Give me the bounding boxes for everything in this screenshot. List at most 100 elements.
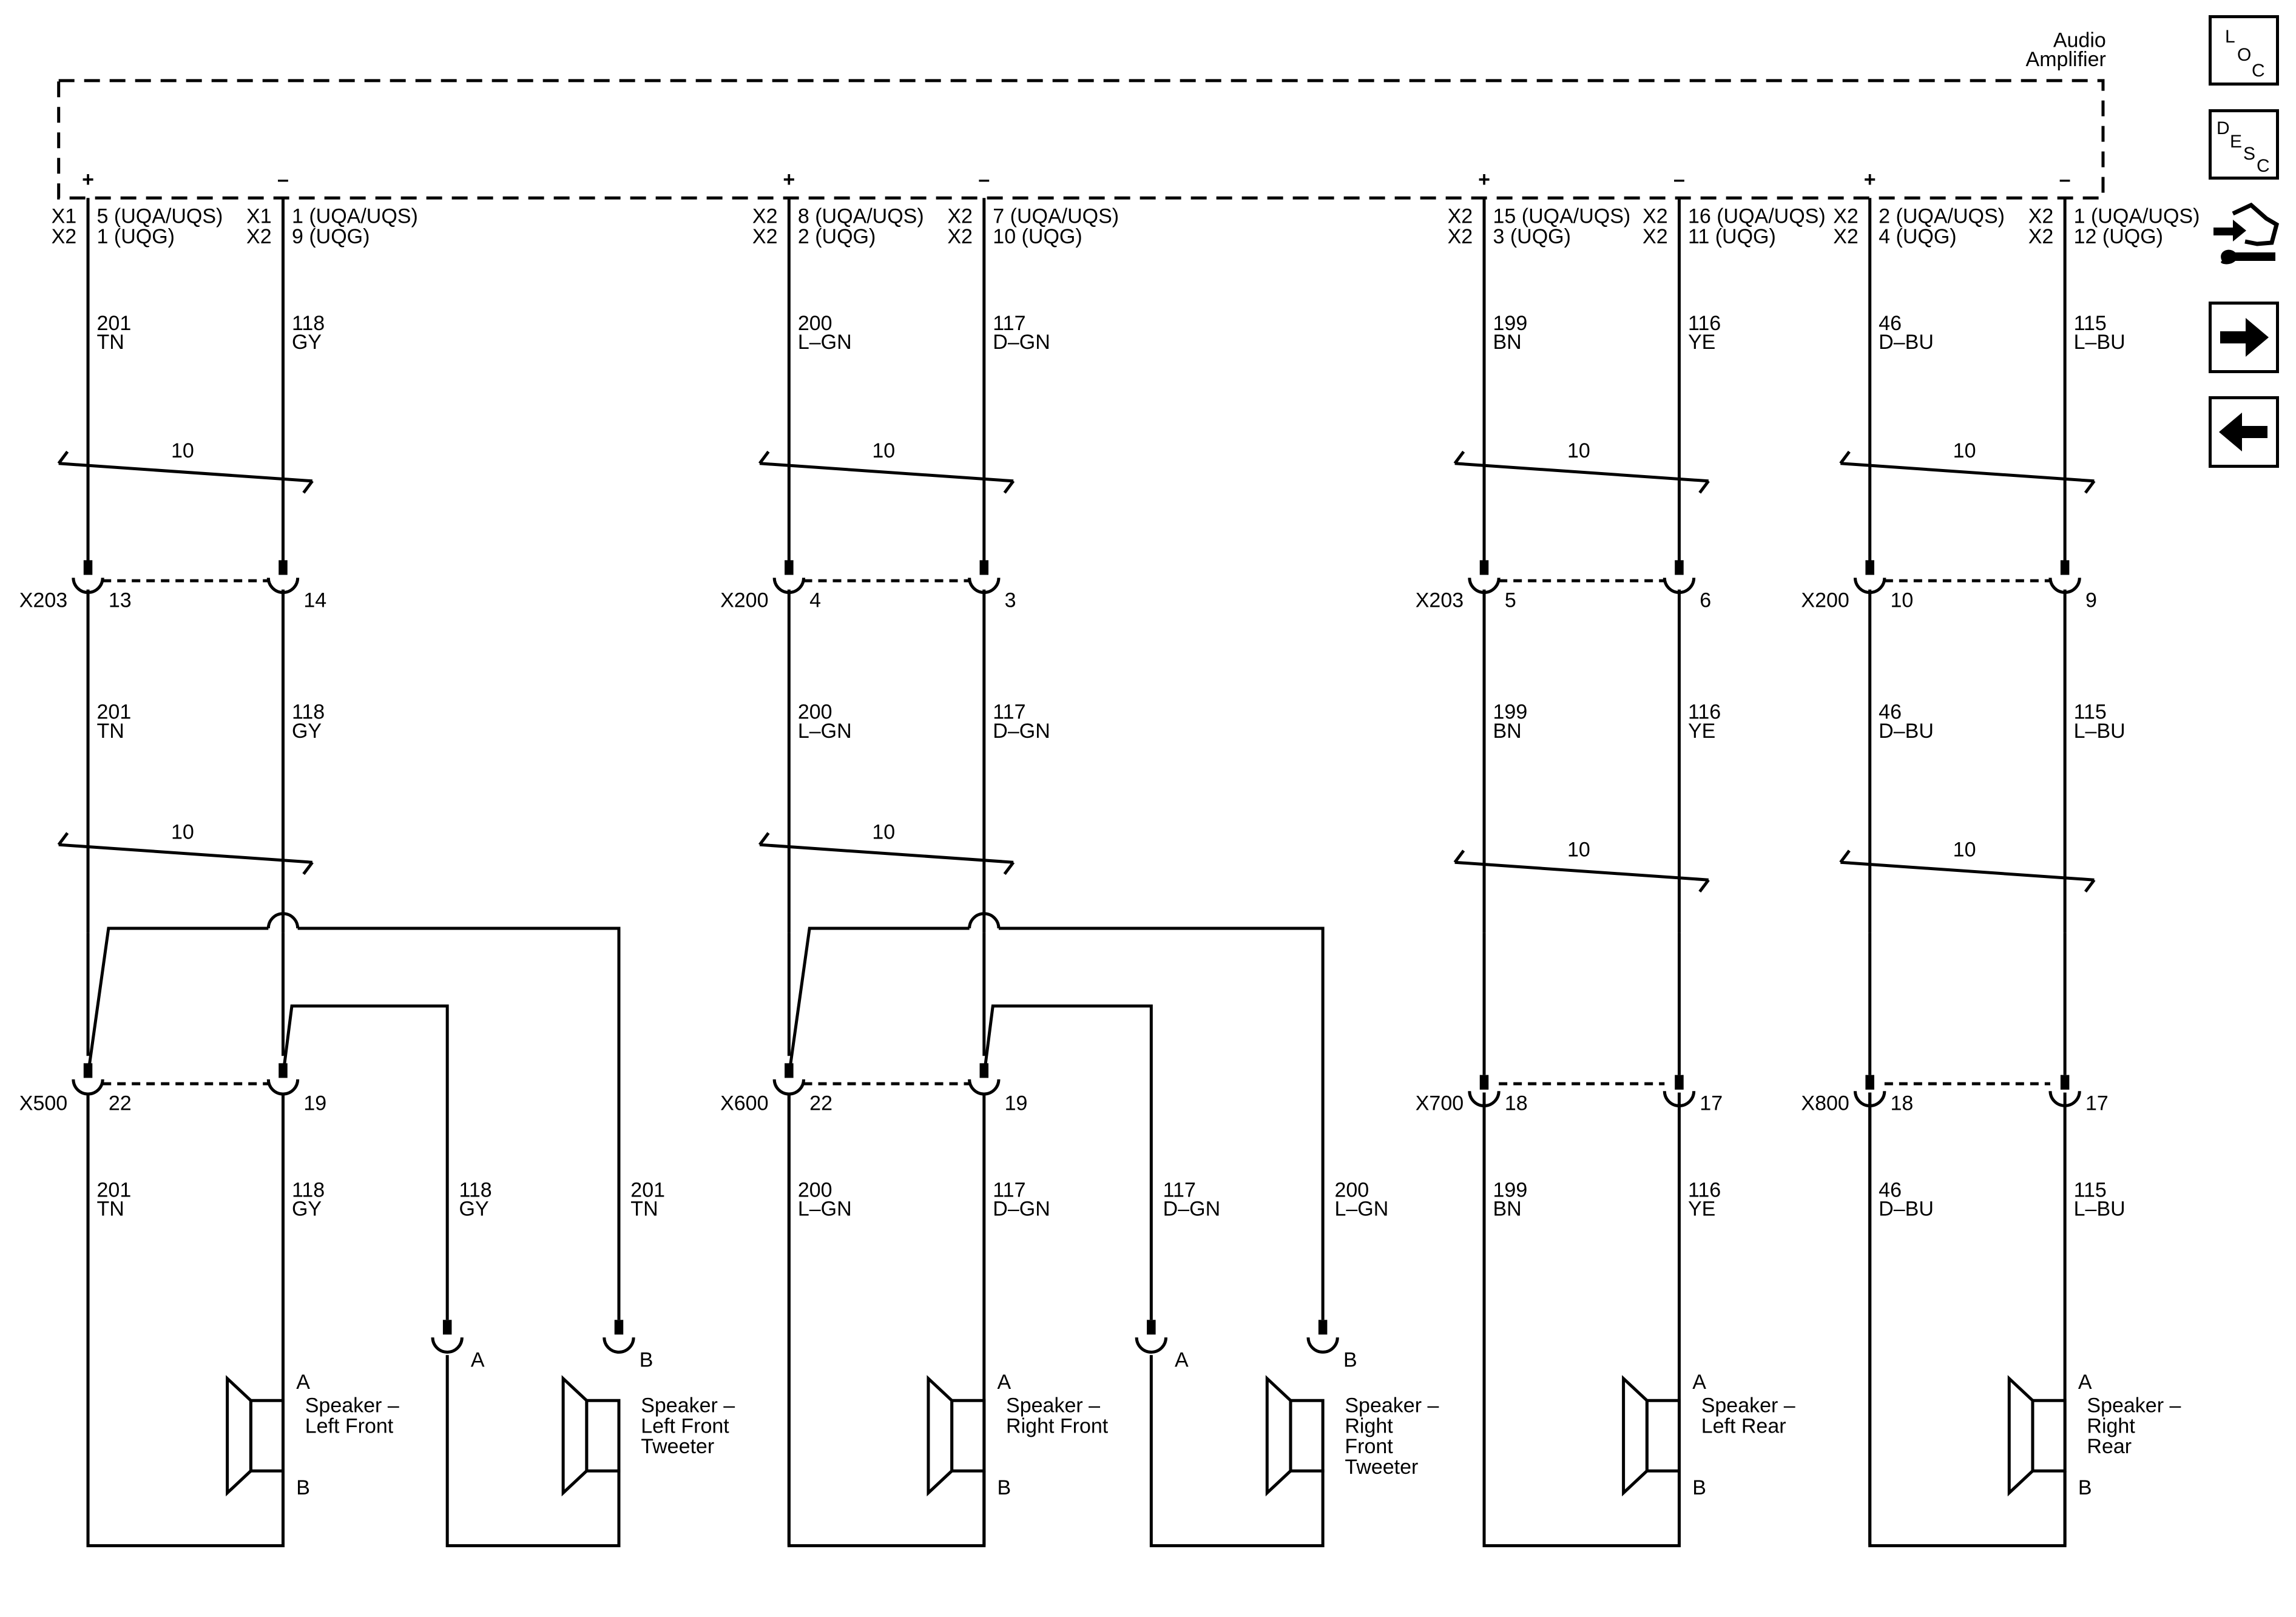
speaker-magnet	[585, 1399, 621, 1473]
speaker-name-line: Tweeter	[641, 1435, 714, 1458]
connector-terminal	[1479, 560, 1489, 575]
tweeter-return-wire	[1149, 1355, 1325, 1548]
inline-pin-number: 13	[109, 589, 132, 612]
wire-crossover	[968, 912, 1001, 929]
desc-letter-c: C	[2257, 156, 2270, 176]
speaker-connector-id: X600	[720, 1092, 768, 1115]
twisted-pair-tick	[1698, 879, 1710, 893]
terminal-polarity: +	[1864, 168, 1876, 191]
circuit-number: 201	[97, 1178, 132, 1201]
connector-terminal	[279, 1063, 288, 1078]
twisted-pair-tick	[1453, 849, 1465, 863]
inline-pin-number: 9	[2085, 589, 2097, 612]
twisted-pair-line	[1454, 860, 1709, 882]
next-page-button[interactable]	[2209, 302, 2279, 373]
circuit-number: 46	[1879, 312, 1902, 335]
previous-page-button[interactable]	[2209, 396, 2279, 468]
connector-socket	[2048, 578, 2081, 594]
circuit-number: 200	[798, 312, 832, 335]
speaker-connector-id: X500	[19, 1092, 67, 1115]
twisted-pair-tick	[1698, 480, 1710, 494]
tweeter-wire-color: GY	[459, 1198, 489, 1221]
inline-connector-id: X200	[720, 589, 768, 612]
circuit-number: 199	[1493, 700, 1528, 723]
tweeter-circuit-number: 200	[1334, 1178, 1369, 1201]
circuit-number: 201	[97, 700, 132, 723]
twisted-pair-tick	[1453, 450, 1465, 465]
circuit-number: 115	[2074, 700, 2107, 723]
circuit-number: 46	[1879, 700, 1902, 723]
twisted-pair-tick	[1839, 450, 1851, 465]
pin-number-1: 2 (UQA/UQS)	[1879, 204, 2005, 228]
wire-color: YE	[1688, 331, 1715, 354]
connector-cavity-2: X2	[1643, 225, 1668, 248]
inline-pin-number: 5	[1505, 589, 1516, 612]
speaker-connector-pin: 18	[1891, 1092, 1914, 1115]
connector-socket	[1468, 1091, 1501, 1107]
inline-pin-number: 14	[303, 589, 326, 612]
tweeter-wire-color: D–GN	[1163, 1198, 1220, 1221]
speaker-name-line: Front	[1345, 1435, 1393, 1458]
speaker-name-line: Speaker –	[305, 1394, 399, 1417]
connector-terminal	[1675, 1075, 1684, 1090]
twisted-pair-tick	[1003, 861, 1015, 876]
speaker-cone	[1265, 1375, 1292, 1497]
terminal-polarity: +	[783, 168, 795, 191]
amplifier-dashed-outline	[57, 79, 2105, 200]
pin-number-1: 1 (UQA/UQS)	[2074, 204, 2200, 228]
connector-terminal	[1675, 560, 1684, 575]
twisted-pair-tick	[57, 832, 69, 846]
connector-terminal	[83, 560, 93, 575]
connector-terminal	[979, 560, 989, 575]
speaker-pin-a: A	[998, 1371, 1011, 1394]
pin-number-2: 11 (UQG)	[1688, 225, 1776, 248]
wire-color: L–GN	[798, 720, 852, 743]
desc-button[interactable]: D E S C	[2209, 109, 2279, 180]
speaker-name-line: Speaker –	[1701, 1394, 1795, 1417]
twisted-pair-label: 10	[1953, 839, 1976, 862]
speaker-magnet	[1289, 1399, 1325, 1473]
twisted-pair-tick	[2084, 879, 2096, 893]
pin-number-1: 16 (UQA/UQS)	[1688, 204, 1826, 228]
wire-crossover	[266, 912, 300, 929]
terminal-polarity: –	[2059, 168, 2071, 191]
desc-letter-e: E	[2230, 132, 2242, 152]
twisted-pair-label: 10	[1567, 439, 1590, 462]
tweeter-circuit-number: 117	[1163, 1178, 1196, 1201]
speaker-ground-loop	[86, 1092, 285, 1548]
circuit-wires	[86, 198, 2067, 1548]
circuit-number: 116	[1688, 700, 1721, 723]
speaker-name-line: Speaker –	[1006, 1394, 1100, 1417]
speaker-pin-a: A	[296, 1371, 310, 1394]
wire-color: GY	[292, 720, 322, 743]
twisted-pair-line	[1454, 462, 1709, 483]
speaker-name-line: Right Front	[1006, 1414, 1109, 1437]
inline-pin-number: 10	[1891, 589, 1914, 612]
connector-cavity-2: X2	[1448, 225, 1473, 248]
pin-number-1: 15 (UQA/UQS)	[1493, 204, 1631, 228]
tweeter-pin-a: A	[471, 1349, 485, 1372]
speaker-connector-pin: 19	[1005, 1092, 1028, 1115]
inline-connector-id: X200	[1801, 589, 1849, 612]
connector-socket	[1854, 1091, 1886, 1107]
pin-number-1: 8 (UQA/UQS)	[798, 204, 924, 228]
speaker-ground-loop	[787, 1092, 986, 1548]
connector-diagnostics-icon	[2213, 202, 2280, 265]
tweeter-socket	[431, 1337, 464, 1354]
inline-pin-number: 3	[1005, 589, 1016, 612]
speaker-connector-pin: 22	[109, 1092, 132, 1115]
loc-button[interactable]: L O C	[2209, 15, 2279, 86]
speaker-name-line: Rear	[2087, 1435, 2132, 1458]
wire-color: BN	[1493, 331, 1522, 354]
circuit-number: 200	[798, 1178, 832, 1201]
connector-cavity-1: X1	[52, 204, 77, 228]
circuit-number: 118	[292, 1178, 325, 1201]
connector-diagnostics-button[interactable]	[2209, 200, 2281, 273]
wire-color: L–GN	[798, 331, 852, 354]
circuit-number: 199	[1493, 1178, 1528, 1201]
connector-cavity-1: X2	[1833, 204, 1859, 228]
desc-letter-d: D	[2217, 118, 2230, 138]
speaker-connector-pin: 22	[809, 1092, 832, 1115]
